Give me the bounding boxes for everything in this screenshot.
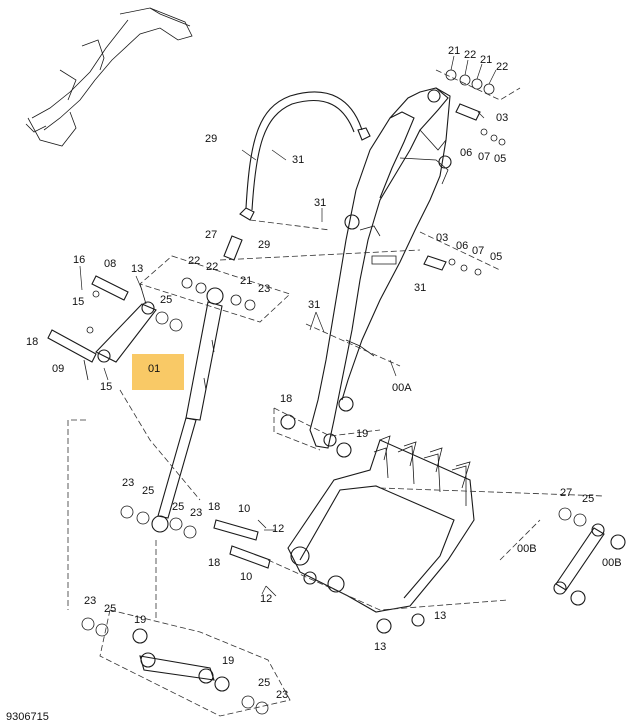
label-19: 19 [134,614,146,626]
overview-thumbnail [25,7,193,147]
washers [81,69,587,715]
label-21: 21 [480,54,492,66]
label-22: 22 [464,49,476,61]
label-05: 05 [494,153,506,165]
label-25: 25 [258,677,270,689]
label-18: 16 [73,254,85,266]
highlight-marker [132,354,184,390]
label-18: 18 [208,557,220,569]
label-12: 12 [260,593,272,605]
label-05: 05 [490,251,502,263]
label-25: 25 [172,501,184,513]
bottom-link [139,652,215,684]
label-10: 10 [240,571,252,583]
label-25: 25 [160,294,172,306]
label-23: 23 [122,477,134,489]
label-27: 27 [205,229,217,241]
label-15: 13 [131,263,143,275]
label-25: 27 [560,487,572,499]
label-09: 09 [52,363,64,375]
label-21: 21 [448,45,460,57]
label-06: 06 [460,147,472,159]
link-01 [95,301,184,390]
label-23: 25 [582,493,594,505]
assembly-lines [67,69,605,717]
fasteners [83,128,506,597]
label-27: 29 [258,239,270,251]
label-25: 25 [104,603,116,615]
label-03: 03 [496,112,508,124]
leader-lines [79,55,497,595]
label-29: 31 [292,154,304,166]
label-06: 06 [456,240,468,252]
label-23: 23 [84,595,96,607]
label-19: 19 [356,428,368,440]
label-00B: 00B [602,557,622,569]
label-18: 18 [208,501,220,513]
part-labels: 21 22 21 22 03 06 07 05 29 31 31 27 29 0… [6,45,622,723]
pins [47,103,481,569]
label-13: 13 [434,610,446,622]
label-01: 01 [148,363,160,375]
label-23: 23 [190,507,202,519]
side-link [553,523,626,606]
label-31: 00A [392,382,412,394]
label-25: 25 [142,485,154,497]
label-13: 13 [374,641,386,653]
label-19: 18 [280,393,292,405]
label-19: 19 [222,655,234,667]
label-07: 07 [478,151,490,163]
label-10: 10 [238,503,250,515]
label-07: 07 [472,245,484,257]
label-21: 21 [240,275,252,287]
label-15: 15 [100,381,112,393]
label-22: 23 [258,283,270,295]
label-22: 22 [496,61,508,73]
label-03: 03 [436,232,448,244]
label-29: 29 [205,133,217,145]
hydraulic-hoses [239,91,371,221]
bucket-cylinder [151,235,243,533]
label-08: 08 [104,258,116,270]
label-12: 12 [272,523,284,535]
label-23: 23 [276,689,288,701]
bucket [287,435,475,613]
arm-body [309,87,452,449]
label-21: 22 [188,255,200,267]
label-31: 31 [414,282,426,294]
label-18: 18 [26,336,38,348]
label-16: 15 [72,296,84,308]
drawing-number: 9306715 [6,711,49,723]
label-31: 31 [308,299,320,311]
label-00A: 00B [517,543,537,555]
label-31: 31 [314,197,326,209]
label-22: 22 [206,261,218,273]
